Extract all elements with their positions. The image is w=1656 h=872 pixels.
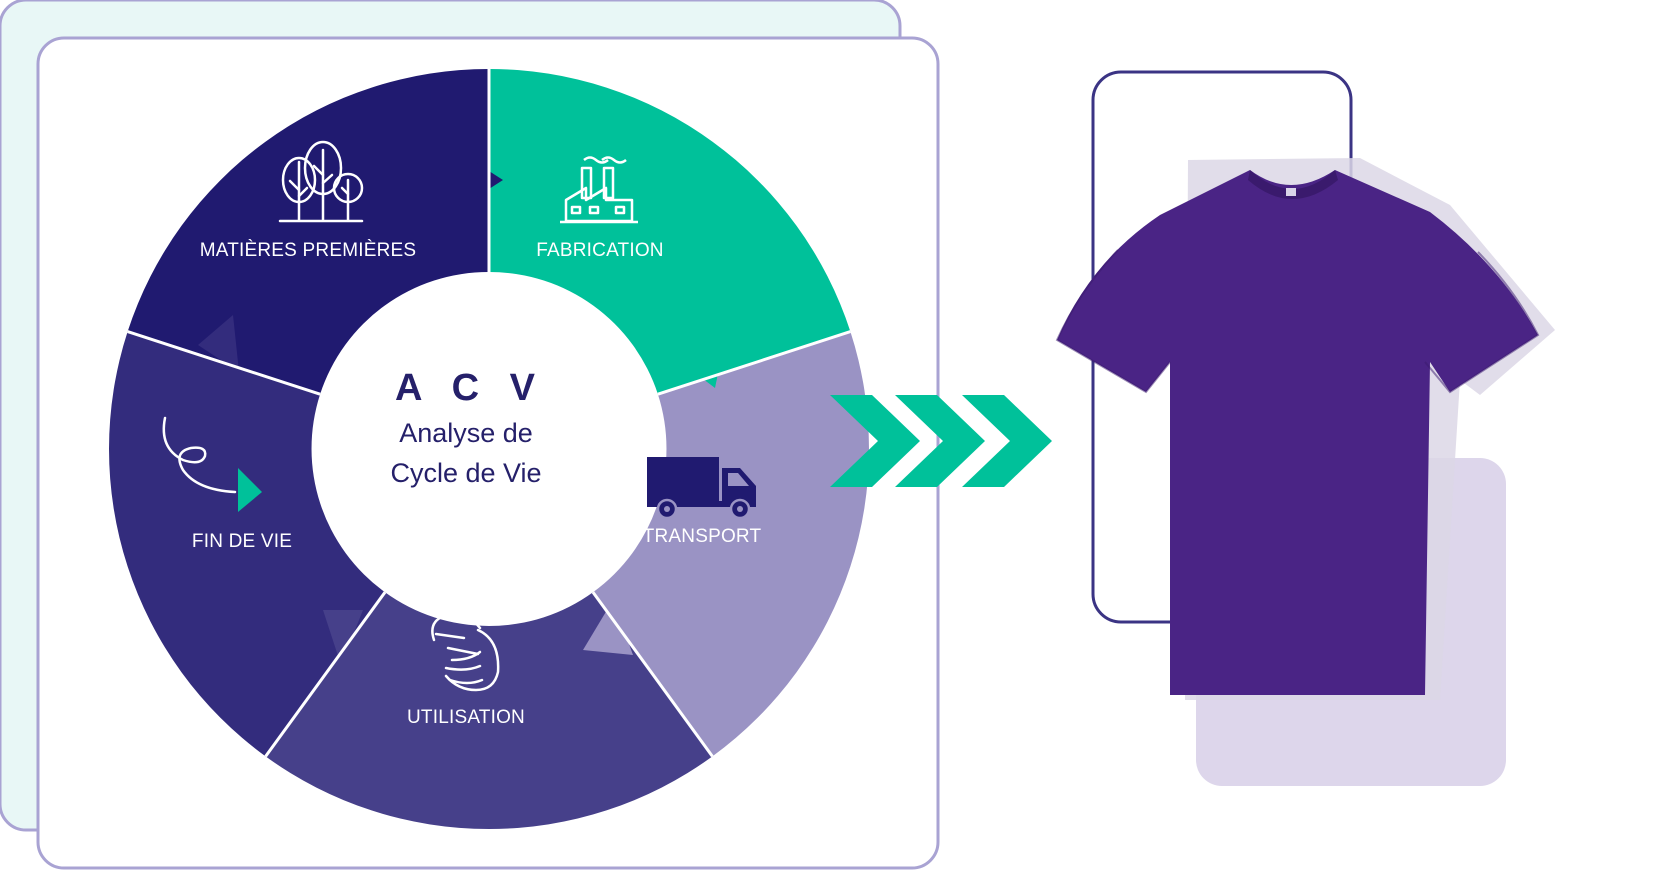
trees-icon xyxy=(278,140,364,223)
chevron-arrow-1 xyxy=(830,395,920,487)
notch-arrow-4 xyxy=(323,610,363,665)
hand-washing-icon xyxy=(431,613,500,692)
factory-icon xyxy=(560,156,638,224)
segment-separators xyxy=(127,69,851,758)
notch-arrow-3 xyxy=(583,600,633,655)
stage-label-matieres-premieres: MATIÈRES PREMIÈRES xyxy=(200,240,417,261)
center-subtitle-line2: Cycle de Vie xyxy=(390,458,541,488)
chevron-arrow-3 xyxy=(962,395,1052,487)
center-circle xyxy=(319,279,659,619)
center-title: A C V xyxy=(395,367,545,409)
chevron-arrows xyxy=(830,395,1052,487)
lifecycle-ring xyxy=(109,69,869,830)
stage-label-transport: TRANSPORT xyxy=(643,526,762,547)
notch-arrow-1 xyxy=(464,155,503,205)
segment-fin-de-vie xyxy=(109,331,385,757)
truck-icon xyxy=(647,457,756,520)
segment-matieres-premieres xyxy=(127,69,489,395)
notch-arrow-5 xyxy=(198,315,239,372)
tshirt-icon xyxy=(1055,158,1555,700)
segment-transport xyxy=(593,331,869,757)
loop-arrow-icon xyxy=(162,416,262,512)
stage-label-utilisation: UTILISATION xyxy=(407,707,525,728)
chevron-arrow-2 xyxy=(895,395,985,487)
stage-label-fin-de-vie: FIN DE VIE xyxy=(192,531,292,552)
stage-label-fabrication: FABRICATION xyxy=(536,240,663,261)
segment-fabrication xyxy=(489,69,851,395)
center-subtitle-line1: Analyse de xyxy=(399,418,533,448)
